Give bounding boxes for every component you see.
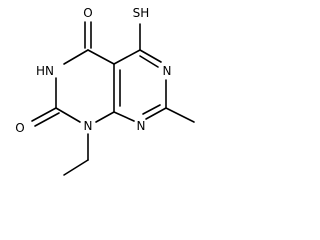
bond-n8-c8a (113, 111, 135, 122)
bond-c2-n1 (55, 107, 81, 123)
bond-c2-o-2 (34, 112, 60, 127)
bond-c7-me (165, 107, 195, 123)
bond-c5-n6-1 (139, 49, 162, 63)
bond-n1-c8a (95, 111, 115, 123)
atom-labels: SH O HN O N N N (15, 6, 171, 135)
atom-label-nh: HN (36, 64, 54, 78)
bond-c7-n8-1 (145, 107, 167, 120)
atom-label-n8: N (137, 119, 146, 133)
atom-label-oxygen-left: O (15, 121, 24, 135)
atom-label-n6: N (163, 64, 172, 78)
bond-c5-n6-2 (139, 55, 159, 68)
chemical-structure: SH O HN O N N N (15, 6, 195, 176)
bond-c4-n3 (63, 49, 89, 65)
bond-ch2-ch3 (63, 159, 89, 176)
bond-c4-c4a (87, 49, 115, 65)
atom-label-oxygen-top: O (83, 6, 92, 20)
atom-label-sh: SH (133, 6, 150, 20)
bond-c4a-c5 (113, 49, 141, 65)
atom-label-n1: N (84, 119, 93, 133)
bond-c7-n8-2 (142, 104, 161, 115)
bond-c2-o-1 (31, 107, 57, 122)
bonds (31, 21, 195, 176)
